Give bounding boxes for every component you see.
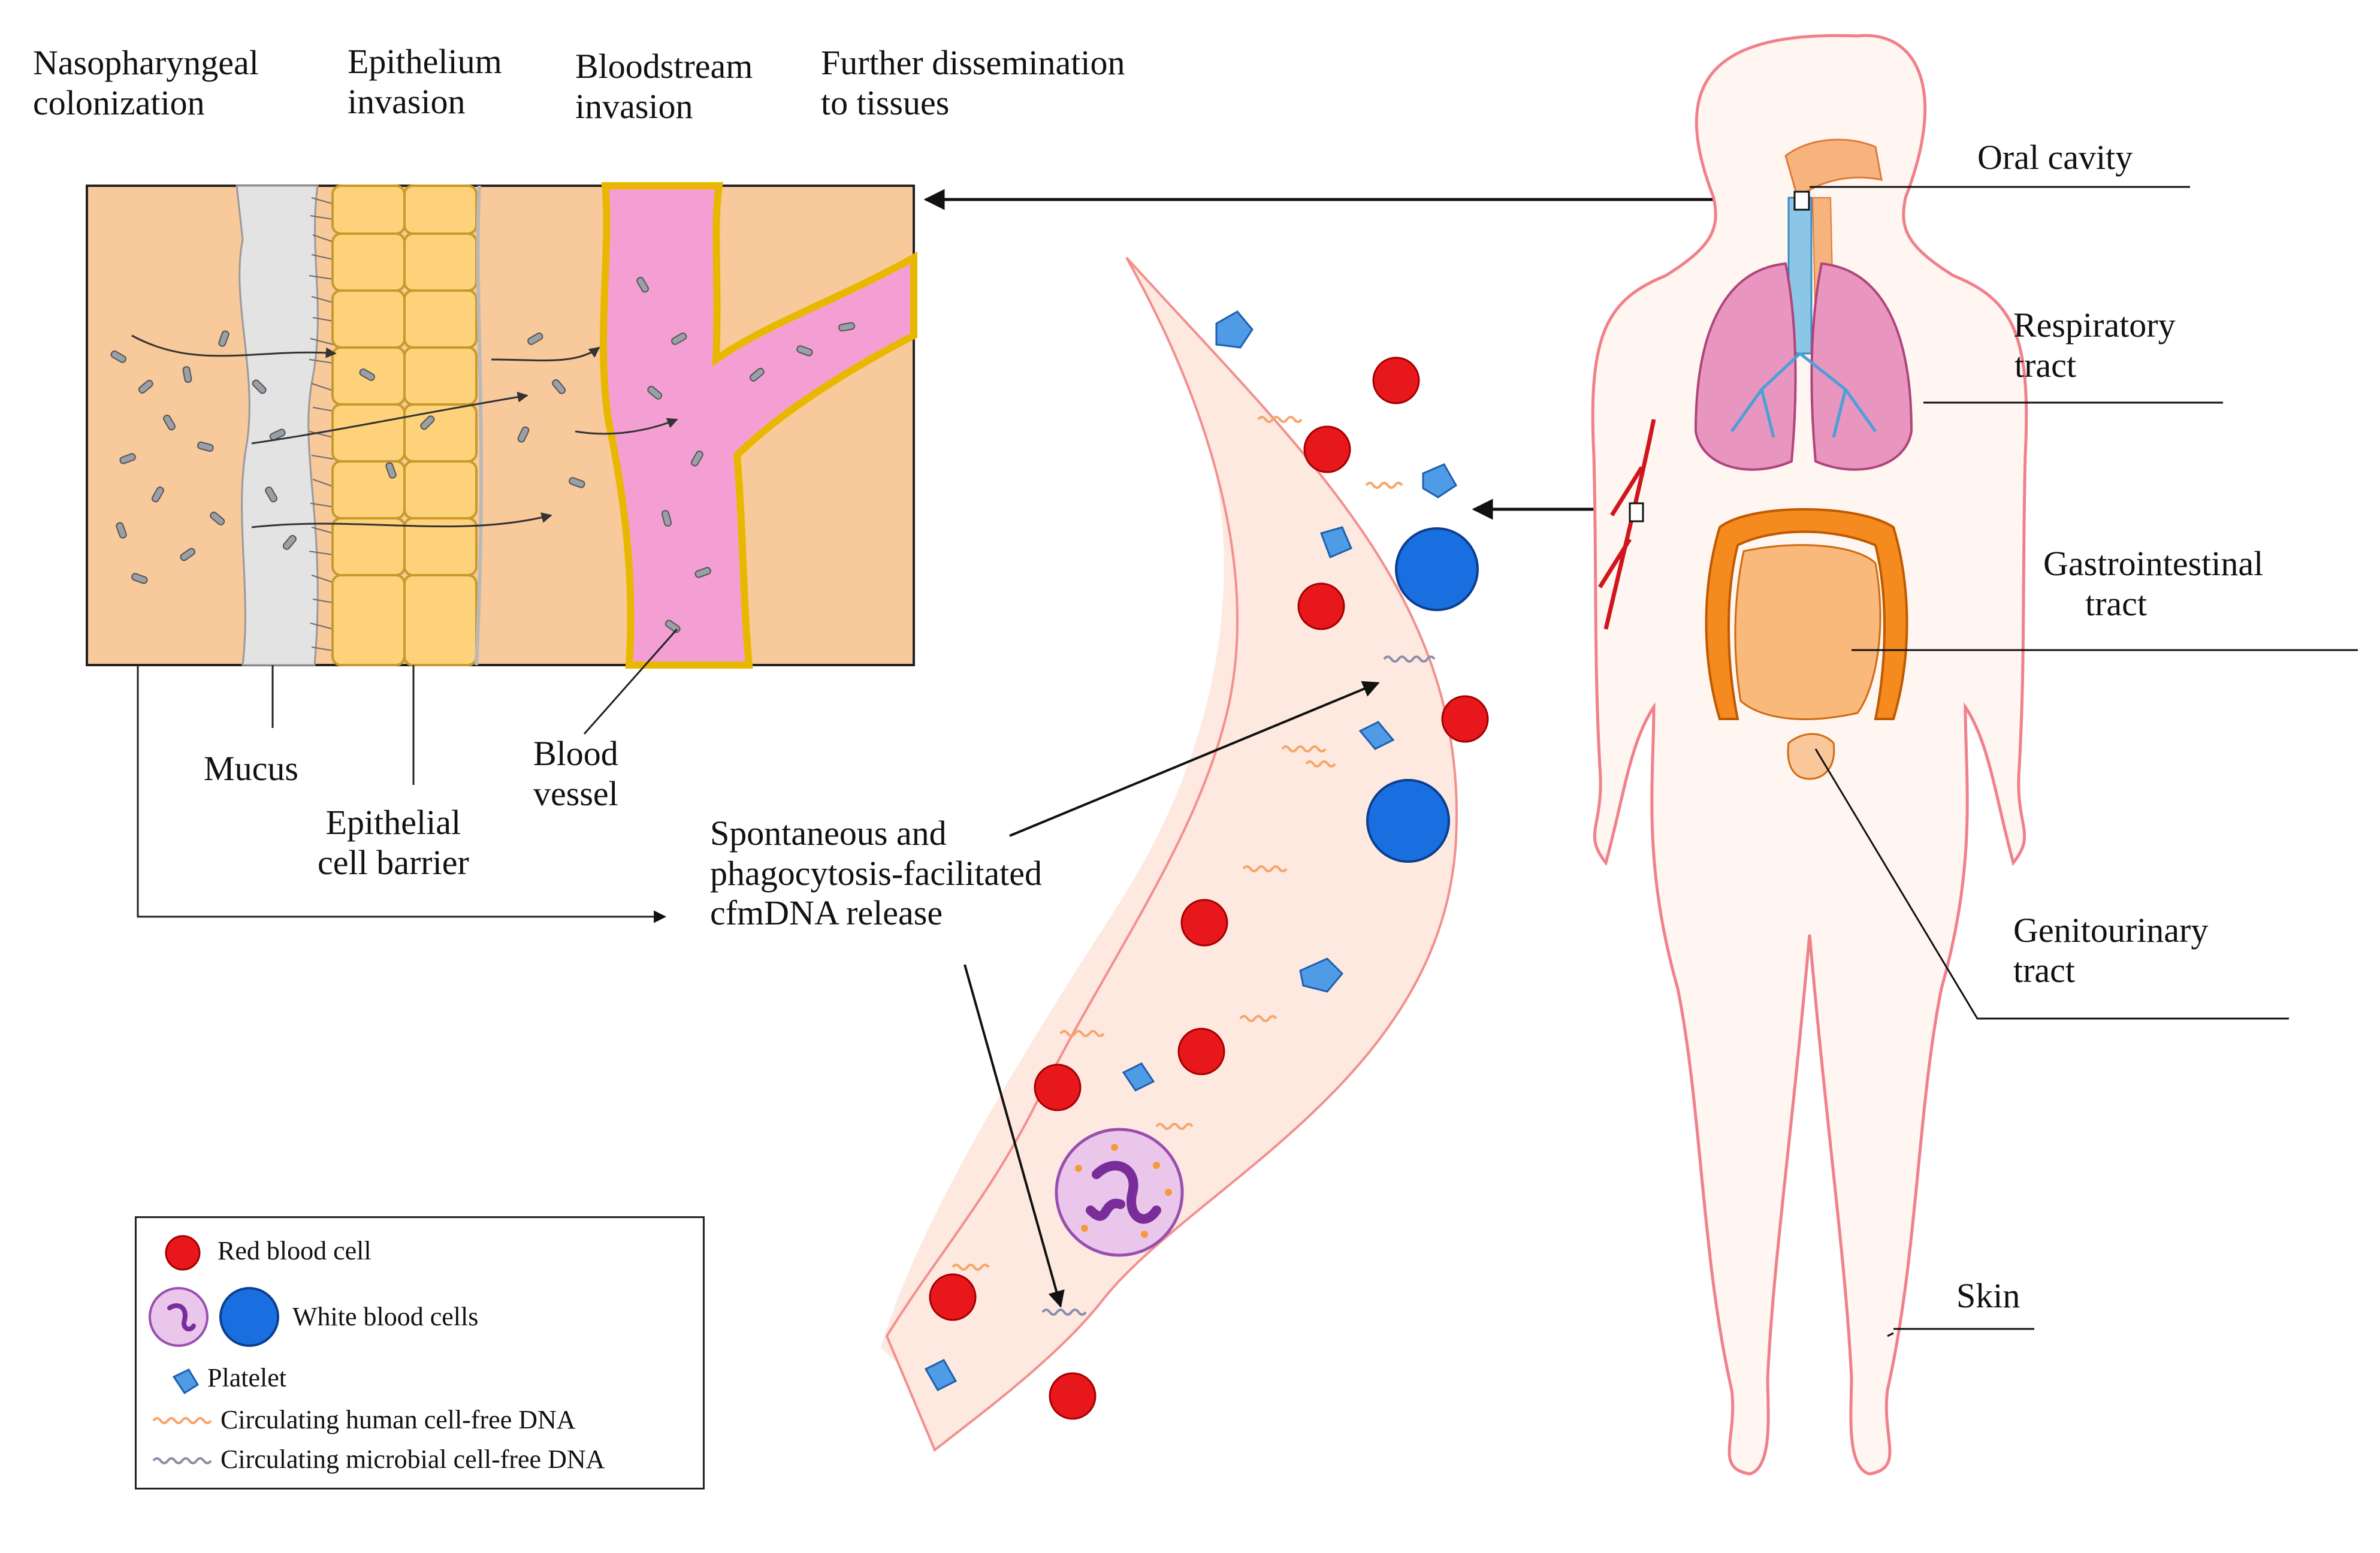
arm-sample-marker	[1629, 502, 1644, 522]
legend: Red blood cell White blood cells Platele…	[135, 1216, 705, 1489]
stage-label-bloodstream: Bloodstream invasion	[575, 47, 753, 126]
legend-neutrophil-nucleus	[167, 1303, 196, 1332]
oral-sample-marker	[1793, 191, 1810, 211]
epithelial-barrier-label-line1: Epithelial	[325, 803, 461, 842]
tissue-cross-section	[86, 182, 917, 923]
release-label: Spontaneous and phagocytosis-facilitated…	[710, 814, 1042, 933]
body-leader-lines	[1810, 186, 2358, 1337]
stage-label-bloodstream-line2: invasion	[575, 86, 693, 126]
stage-label-dissemination-line2: to tissues	[821, 83, 950, 122]
tissue-pointer-lines	[137, 629, 678, 923]
vessel-channel	[599, 182, 917, 669]
epithelial-barrier-label: Epithelial cell barrier	[318, 803, 469, 883]
stage-label-epithelium-line1: Epithelium	[348, 42, 502, 81]
small-intestine	[1734, 544, 1881, 720]
genitourinary-tract-label-line2: tract	[2013, 950, 2076, 990]
stage-label-bloodstream-line1: Bloodstream	[575, 47, 753, 86]
legend-platelet-swatch	[172, 1368, 200, 1395]
bladder	[1787, 733, 1835, 780]
vessel-strip	[881, 258, 1248, 1396]
legend-human-cfdna-swatch	[152, 1417, 212, 1424]
legend-rbc-label: Red blood cell	[218, 1236, 372, 1265]
legend-platelet-label: Platelet	[207, 1363, 286, 1392]
red-blood-cells	[929, 356, 1489, 1420]
stage-label-nasopharyngeal: Nasopharyngeal colonization	[33, 43, 259, 123]
neutrophil	[1055, 1128, 1184, 1257]
legend-wbc-label: White blood cells	[292, 1302, 479, 1331]
gastrointestinal-tract-label-line1: Gastrointestinal	[2043, 544, 2264, 583]
mucus-label: Mucus	[204, 749, 298, 788]
stage-label-nasopharyngeal-line1: Nasopharyngeal	[33, 43, 259, 82]
oral-cavity-label: Oral cavity	[1977, 138, 2133, 177]
human-body	[1591, 34, 2028, 1476]
human-cfdna-strands	[952, 416, 1403, 1271]
release-arrow-up	[1009, 681, 1380, 837]
right-lung	[1810, 262, 1913, 471]
gastrointestinal-tract-label-line2: tract	[2085, 584, 2148, 623]
blood-vessel-label-line2: vessel	[533, 774, 618, 813]
release-arrow-down	[964, 964, 1065, 1308]
legend-wbc-swatch	[219, 1287, 279, 1347]
blood-vessel-label-line1: Blood	[533, 734, 618, 773]
bronchi	[1730, 352, 1877, 438]
microbial-cfdna-strands	[1041, 655, 1436, 1316]
epithelial-cells	[331, 185, 478, 666]
stage-label-dissemination-line1: Further dissemination	[821, 43, 1125, 82]
legend-swatches	[149, 1235, 279, 1464]
blood-vessel-label: Blood vessel	[533, 734, 618, 814]
genitourinary-tract-label-line1: Genitourinary	[2013, 911, 2209, 950]
respiratory-tract-label-line2: tract	[2014, 345, 2077, 385]
migration-arrows	[131, 334, 678, 528]
release-label-line2: phagocytosis-facilitated	[710, 853, 1043, 893]
large-intestine	[1705, 508, 1908, 720]
platelets	[924, 310, 1457, 1391]
legend-microbial-cfdna-label: Circulating microbial cell-free DNA	[221, 1445, 605, 1474]
cilia-layer	[309, 197, 334, 651]
tissue-background	[86, 185, 915, 666]
stage-label-dissemination: Further dissemination to tissues	[821, 43, 1125, 123]
gastrointestinal-tract-label: Gastrointestinal tract	[2043, 544, 2263, 624]
respiratory-tract-label-line1: Respiratory	[2013, 306, 2176, 345]
skin-label: Skin	[1956, 1276, 2020, 1315]
legend-microbial-cfdna-swatch	[152, 1457, 212, 1464]
legend-neutrophil-swatch	[149, 1287, 209, 1347]
genitourinary-tract-label: Genitourinary tract	[2013, 911, 2208, 990]
basement-line	[475, 185, 484, 666]
stage-label-epithelium-line2: invasion	[348, 81, 466, 121]
respiratory-tract-label: Respiratory tract	[2013, 306, 2176, 385]
mucus-layer	[235, 185, 319, 666]
stage-label-epithelium: Epithelium invasion	[348, 42, 502, 122]
white-blood-cells	[1366, 527, 1479, 863]
release-label-line3: cfmDNA release	[710, 893, 943, 933]
left-lung	[1694, 262, 1797, 471]
epithelial-barrier-label-line2: cell barrier	[318, 842, 469, 882]
legend-human-cfdna-label: Circulating human cell-free DNA	[221, 1405, 576, 1434]
legend-rbc-swatch	[165, 1235, 201, 1271]
release-label-line1: Spontaneous and	[710, 814, 947, 853]
bloodstream-strip	[881, 256, 1489, 1452]
stage-label-nasopharyngeal-line2: colonization	[33, 83, 205, 122]
bacteria	[110, 277, 856, 633]
